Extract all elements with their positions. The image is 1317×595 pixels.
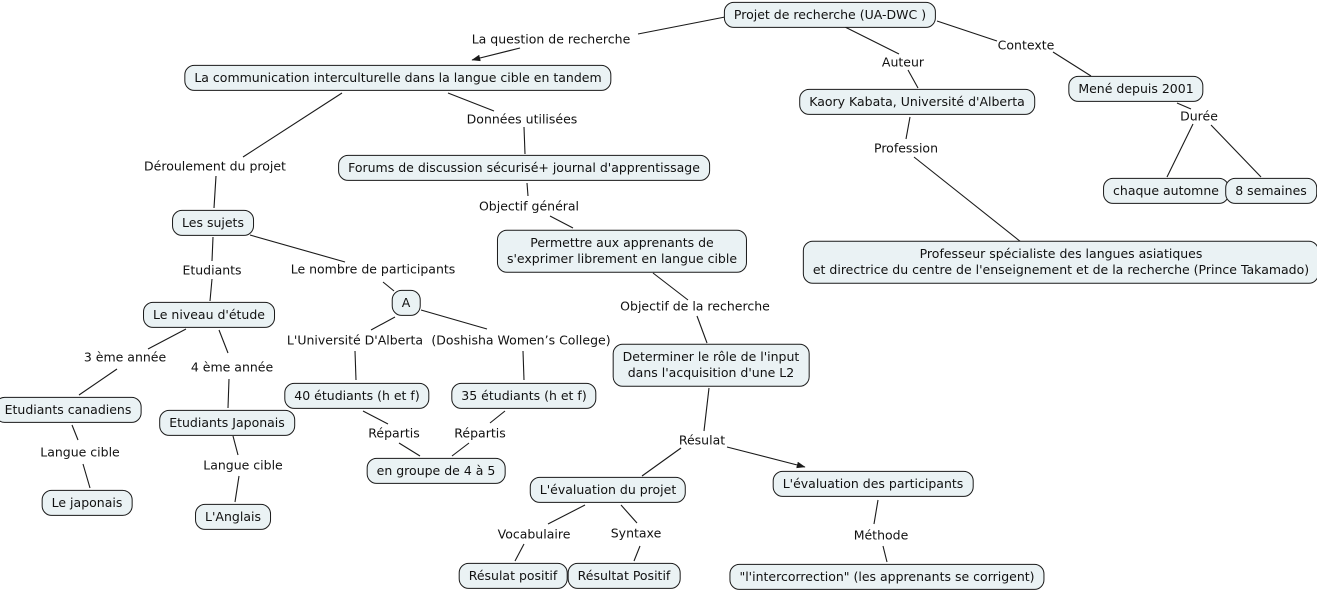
link-label-duree[interactable]: Durée bbox=[1180, 108, 1218, 124]
node-resulat-positif-vocabulaire[interactable]: Résulat positif bbox=[458, 562, 568, 590]
link-label-repartis-gauche[interactable]: Répartis bbox=[368, 425, 420, 441]
link-label-donnees-utilisees[interactable]: Données utilisées bbox=[466, 111, 578, 127]
node-kaory-kabata[interactable]: Kaory Kabata, Université d'Alberta bbox=[799, 88, 1035, 116]
node-professeur-specialiste[interactable]: Professeur spécialiste des langues asiat… bbox=[802, 240, 1317, 284]
node-40-etudiants[interactable]: 40 étudiants (h et f) bbox=[284, 382, 430, 410]
node-mene-depuis-2001[interactable]: Mené depuis 2001 bbox=[1068, 75, 1204, 103]
link-label-deroulement-projet[interactable]: Déroulement du projet bbox=[144, 158, 286, 174]
node-a[interactable]: A bbox=[391, 289, 421, 317]
node-l-anglais[interactable]: L'Anglais bbox=[195, 503, 271, 531]
node-le-japonais[interactable]: Le japonais bbox=[41, 489, 133, 517]
node-35-etudiants[interactable]: 35 étudiants (h et f) bbox=[451, 382, 597, 410]
link-label-repartis-droite[interactable]: Répartis bbox=[454, 425, 506, 441]
node-les-sujets[interactable]: Les sujets bbox=[172, 209, 254, 237]
link-label-3eme-annee[interactable]: 3 ème année bbox=[83, 349, 167, 365]
node-projet-de-recherche[interactable]: Projet de recherche (UA-DWC ) bbox=[723, 1, 937, 29]
link-label-objectif-general[interactable]: Objectif général bbox=[478, 198, 580, 214]
node-etudiants-canadiens[interactable]: Etudiants canadiens bbox=[0, 396, 142, 424]
link-label-doshisha[interactable]: (Doshisha Women’s College) bbox=[431, 332, 611, 348]
link-label-question-de-recherche[interactable]: La question de recherche bbox=[471, 31, 631, 47]
link-label-etudiants[interactable]: Etudiants bbox=[182, 262, 242, 278]
node-determiner-role-input[interactable]: Determiner le rôle de l'input dans l'acq… bbox=[612, 343, 810, 387]
link-label-profession[interactable]: Profession bbox=[874, 140, 938, 156]
node-permettre-apprenants[interactable]: Permettre aux apprenants de s'exprimer l… bbox=[496, 229, 748, 273]
link-label-resulat[interactable]: Résulat bbox=[678, 432, 726, 448]
link-label-langue-cible-gauche[interactable]: Langue cible bbox=[40, 444, 120, 460]
node-8-semaines[interactable]: 8 semaines bbox=[1225, 177, 1317, 205]
link-label-objectif-recherche[interactable]: Objectif de la recherche bbox=[620, 298, 770, 314]
node-chaque-automne[interactable]: chaque automne bbox=[1103, 177, 1229, 205]
link-label-4eme-annee[interactable]: 4 ème année bbox=[190, 359, 274, 375]
node-etudiants-japonais[interactable]: Etudiants Japonais bbox=[159, 409, 295, 437]
link-label-langue-cible-droite[interactable]: Langue cible bbox=[203, 457, 283, 473]
link-label-auteur[interactable]: Auteur bbox=[881, 54, 925, 70]
link-label-universite-alberta[interactable]: L'Université D'Alberta bbox=[286, 332, 424, 348]
node-evaluation-projet[interactable]: L'évaluation du projet bbox=[529, 476, 687, 504]
node-communication-interculturelle[interactable]: La communication interculturelle dans la… bbox=[184, 64, 612, 92]
node-groupe-4-a-5[interactable]: en groupe de 4 à 5 bbox=[366, 457, 506, 485]
link-label-methode[interactable]: Méthode bbox=[853, 527, 909, 543]
node-niveau-etude[interactable]: Le niveau d'étude bbox=[143, 301, 275, 329]
link-label-syntaxe[interactable]: Syntaxe bbox=[610, 525, 662, 541]
link-label-contexte[interactable]: Contexte bbox=[997, 37, 1055, 53]
node-intercorrection[interactable]: "l'intercorrection" (les apprenants se c… bbox=[729, 563, 1045, 591]
node-evaluation-participants[interactable]: L'évaluation des participants bbox=[772, 470, 974, 498]
link-label-vocabulaire[interactable]: Vocabulaire bbox=[497, 526, 571, 542]
node-forums-discussion[interactable]: Forums de discussion sécurisé+ journal d… bbox=[338, 154, 710, 182]
node-resultat-positif-syntaxe[interactable]: Résultat Positif bbox=[567, 562, 681, 590]
link-label-nombre-participants[interactable]: Le nombre de participants bbox=[290, 261, 456, 277]
